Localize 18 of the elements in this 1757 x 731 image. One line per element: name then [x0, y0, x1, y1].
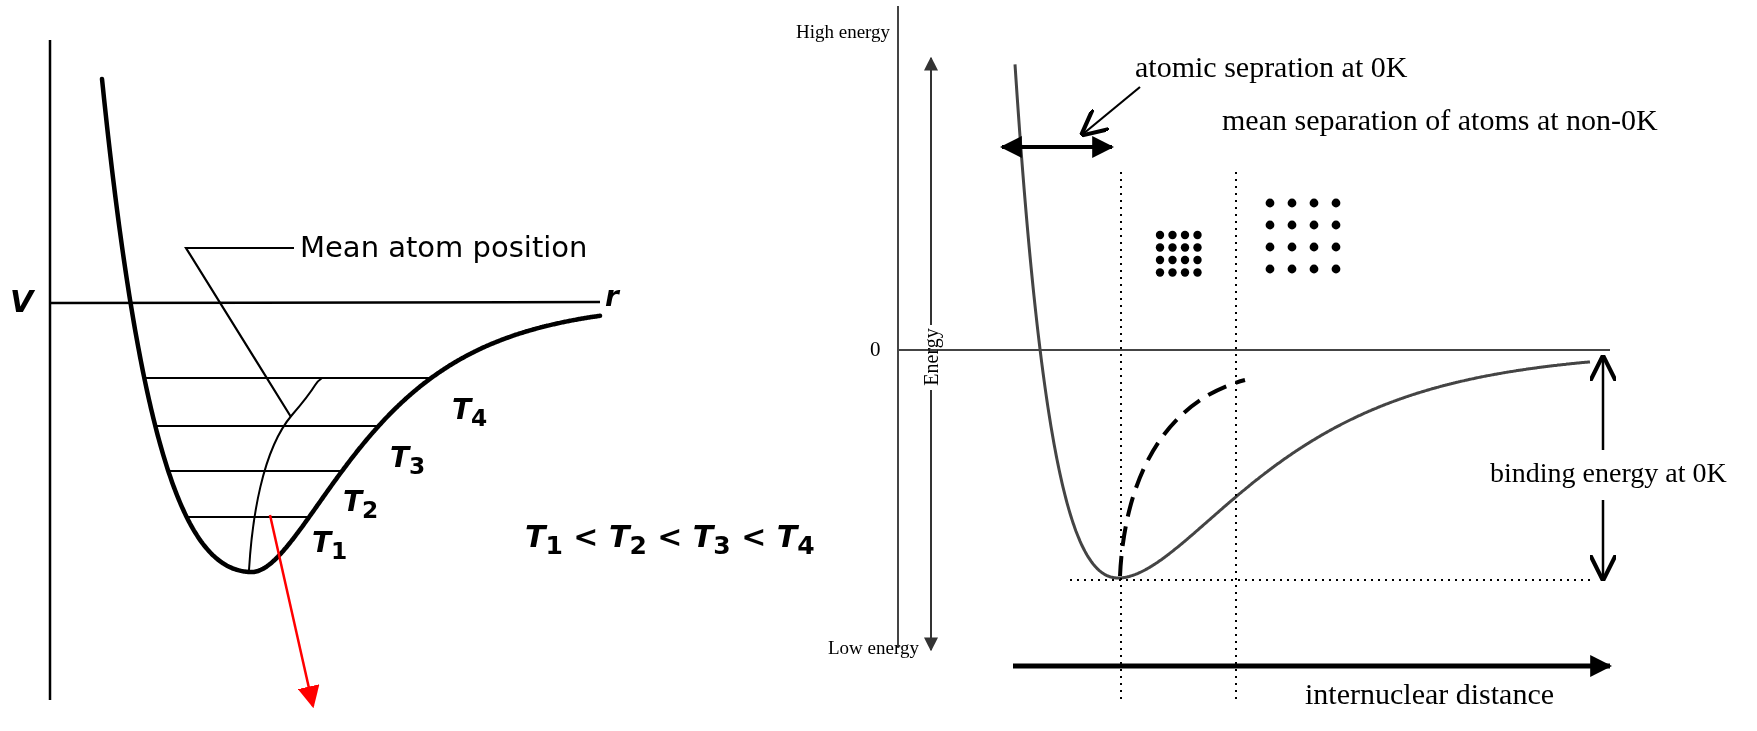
callout-text: atomic sepration at 0K: [1135, 50, 1408, 83]
temperature-label: T$_{4}$: [452, 395, 488, 432]
temperature-label: T$_{3}$: [390, 443, 426, 480]
annotation-text: mean separation of atoms at non-0K: [1222, 103, 1658, 136]
axis-label: r: [605, 282, 619, 313]
axis-label: High energy: [796, 22, 891, 43]
axis-label: 0: [870, 338, 881, 362]
axis-title: internuclear distance: [1305, 677, 1555, 710]
inequality-text: T$_{1}$ < T$_{2}$ < T$_{3}$ < T$_{4}$: [525, 520, 815, 560]
callout-text: Mean atom position: [300, 232, 588, 264]
leader-line: [184, 246, 294, 418]
double-arrow: [999, 136, 1115, 158]
axis-label: V: [10, 285, 34, 318]
axis-label: Energy: [920, 328, 942, 386]
temperature-label: T$_{2}$: [343, 487, 379, 524]
arrow: [1078, 86, 1141, 138]
temperature-label: T$_{1}$: [312, 528, 348, 565]
axis-label: Low energy: [828, 638, 919, 659]
